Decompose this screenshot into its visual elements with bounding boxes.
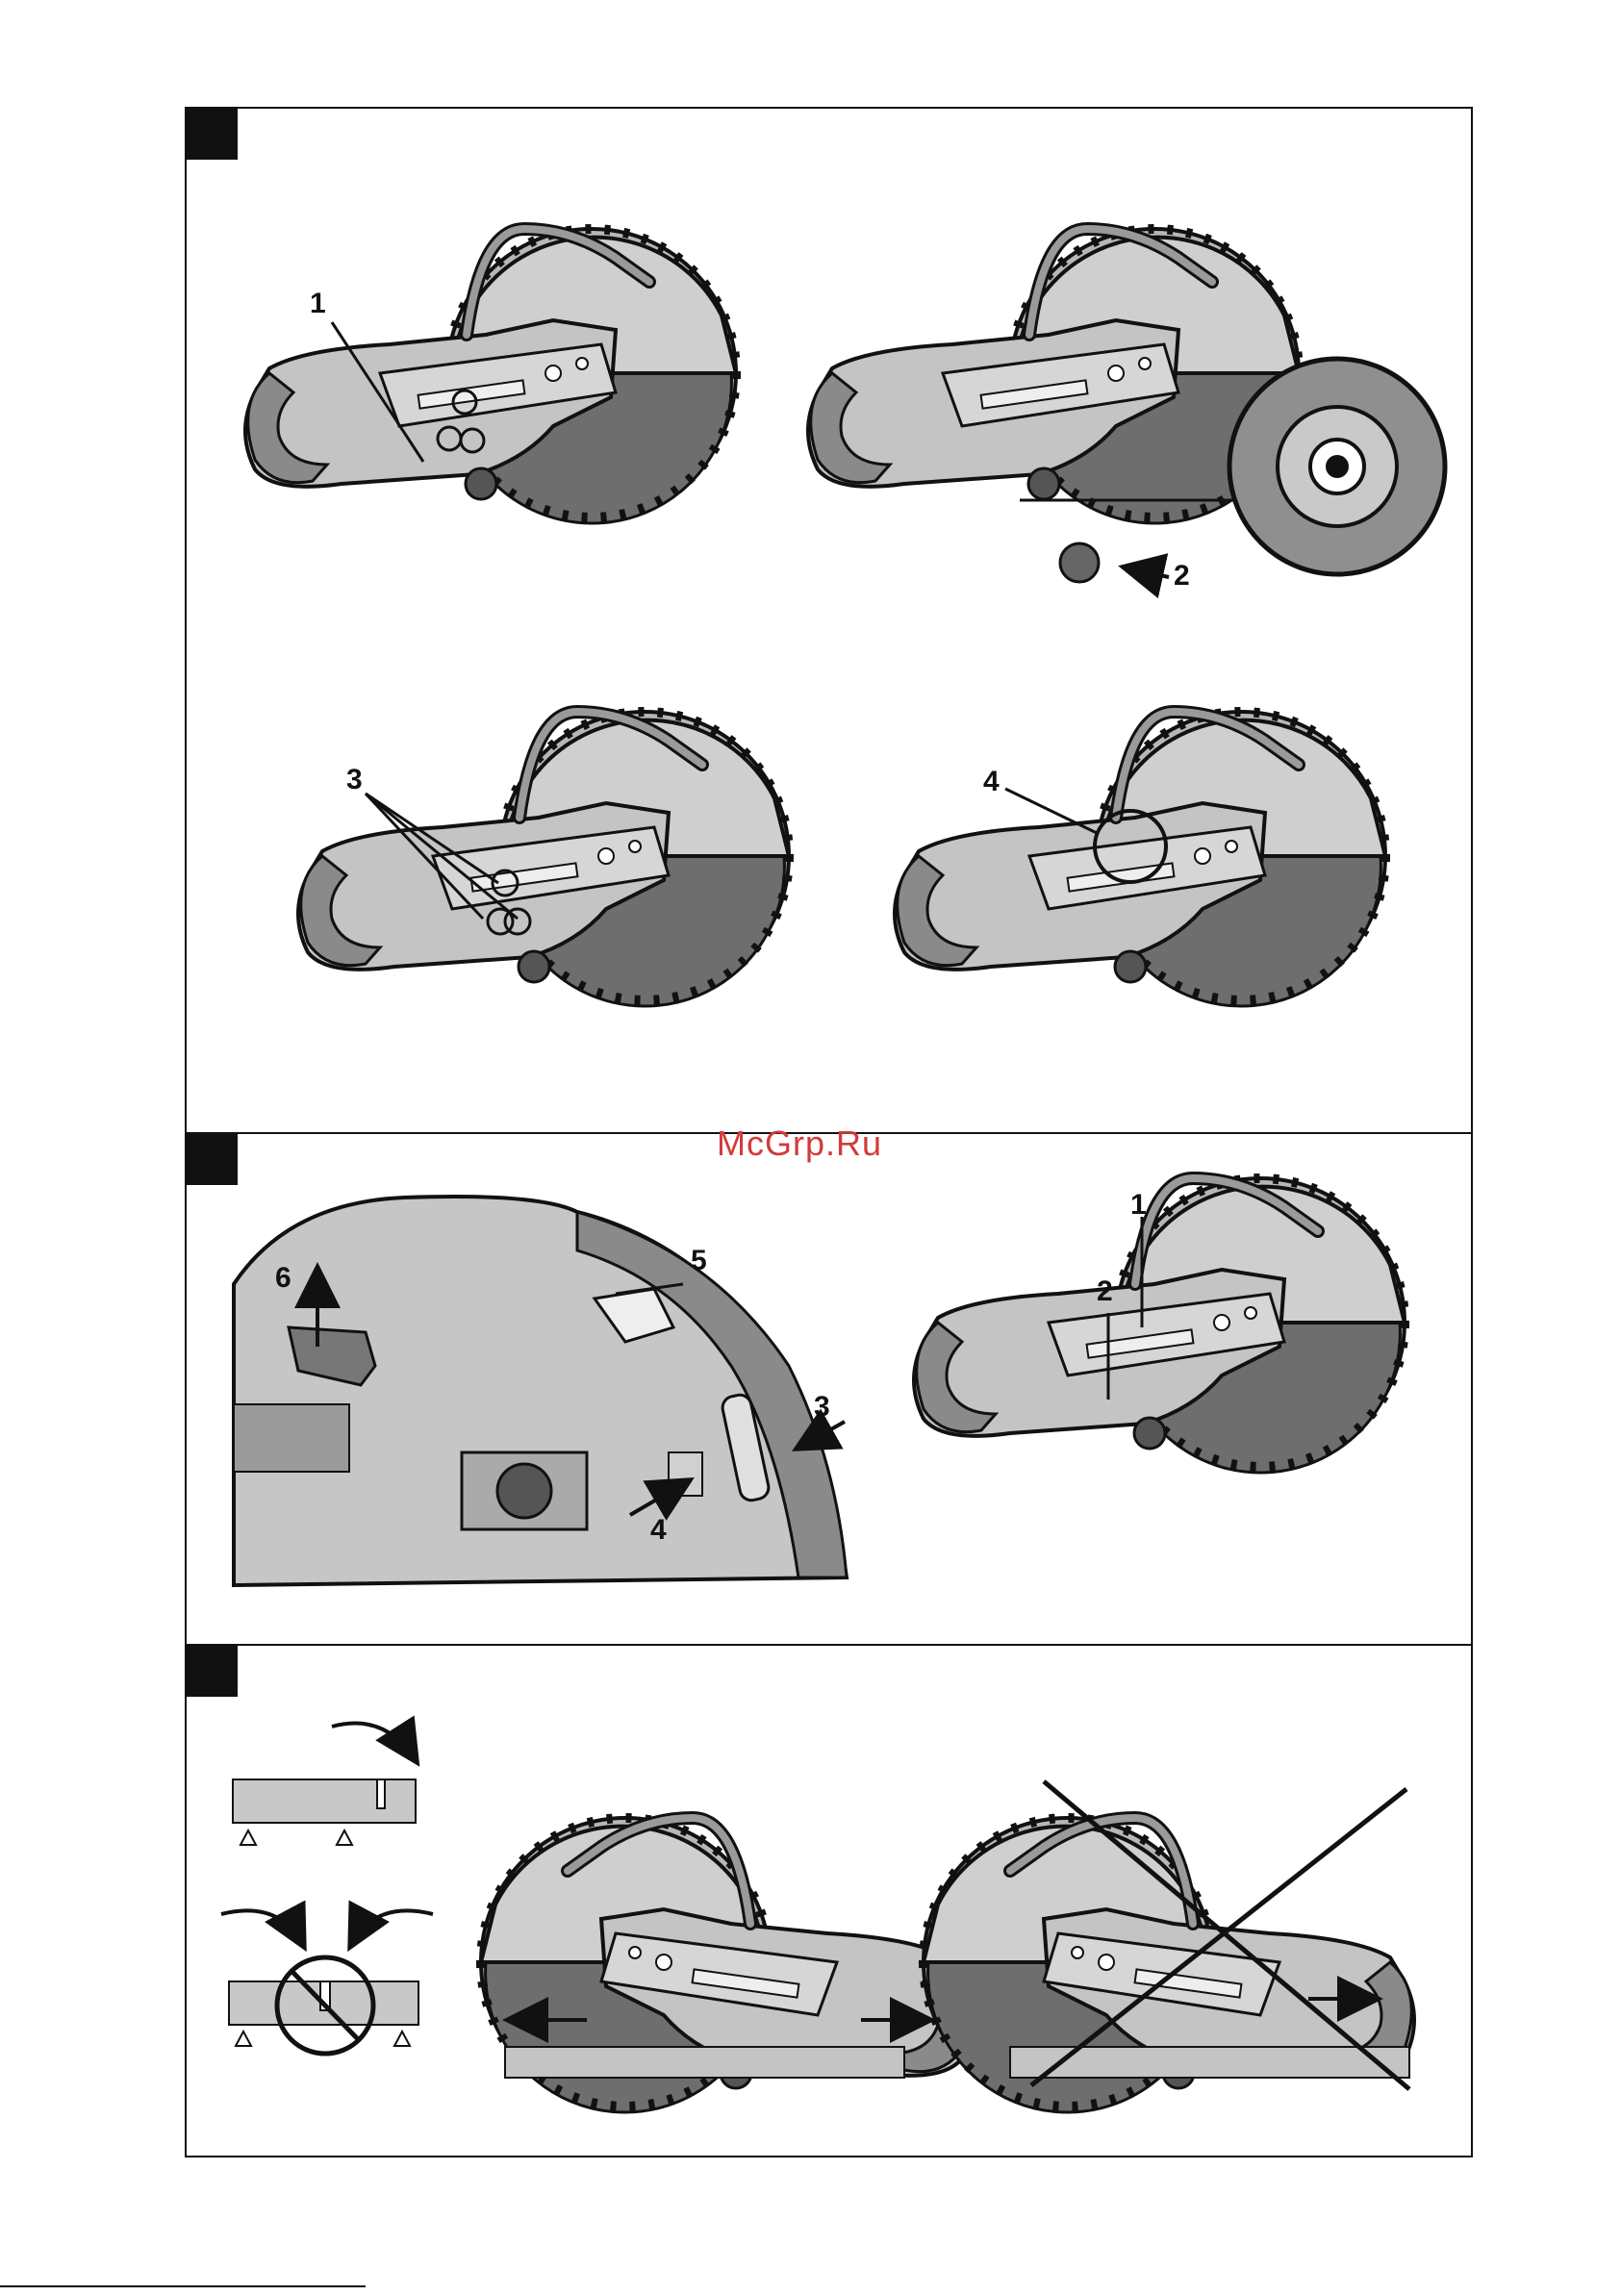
callout-4: 4 (983, 766, 1000, 797)
panel-badge-2 (186, 1133, 238, 1185)
callout-1: 1 (310, 288, 326, 319)
saw-illustration-step-2 (808, 229, 1299, 523)
callout-2b: 2 (1097, 1275, 1113, 1307)
callout-4b: 4 (650, 1514, 667, 1546)
callout-2: 2 (1174, 560, 1190, 592)
saw-on-workpiece-incorrect (924, 1781, 1414, 2112)
callout-5: 5 (691, 1245, 707, 1276)
cut-direction-diagram-correct (233, 1724, 416, 1845)
cut-direction-diagram-incorrect (221, 1910, 433, 2054)
arrow (1126, 568, 1169, 577)
callout-3b: 3 (814, 1391, 830, 1423)
saw-illustration-panel-2 (914, 1178, 1405, 1473)
saw-illustration-step-3 (298, 712, 789, 1006)
saw-illustration-step-1 (245, 229, 736, 523)
footer-rule (0, 2285, 366, 2287)
watermark: McGrp.Ru (717, 1123, 882, 1164)
callout-3: 3 (346, 764, 363, 795)
callout-6: 6 (275, 1262, 291, 1294)
saw-illustration-step-4 (895, 712, 1385, 1006)
panel-badge-3 (186, 1645, 238, 1697)
panel-badge-1 (186, 108, 238, 160)
wrench-tool (1060, 543, 1099, 582)
saw-on-workpiece-correct (481, 1818, 972, 2112)
callout-1b: 1 (1130, 1189, 1147, 1221)
guard-closeup-illustration (234, 1197, 847, 1585)
